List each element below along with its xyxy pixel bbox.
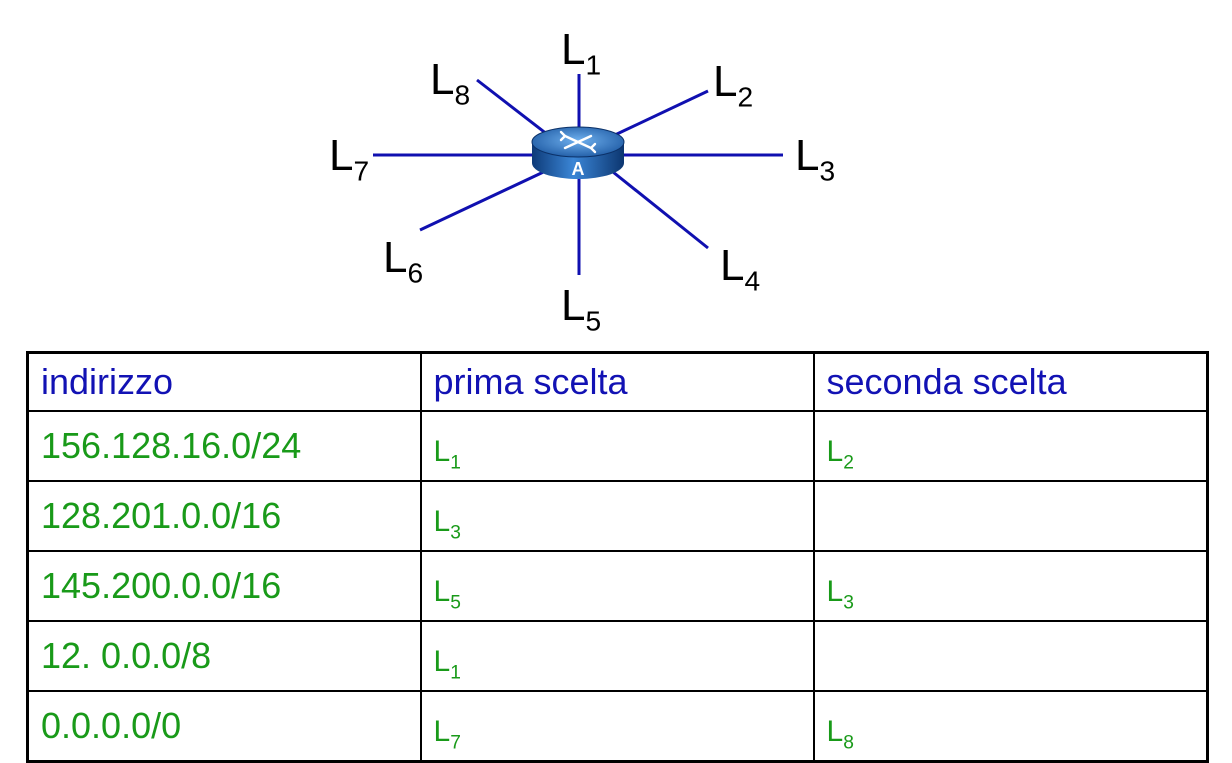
link-label-5: L5 — [561, 281, 602, 337]
link-label-2: L2 — [713, 57, 754, 113]
link-line-4 — [607, 166, 709, 250]
first-choice-cell: L7 — [419, 690, 815, 763]
second-choice-cell: L8 — [812, 690, 1209, 763]
header-address: indirizzo — [26, 351, 422, 412]
table-row: 128.201.0.0/16 L3 — [26, 480, 1209, 552]
link-label-4: L4 — [720, 241, 761, 297]
first-choice-cell: L3 — [419, 480, 815, 552]
link-label-3: L3 — [795, 131, 836, 187]
link-label-6: L6 — [383, 233, 424, 289]
link-lines — [373, 74, 783, 275]
first-choice-cell: L5 — [419, 550, 815, 622]
first-choice-cell: L1 — [419, 620, 815, 692]
second-choice-cell: L3 — [812, 550, 1209, 622]
link-line-8 — [476, 78, 553, 140]
header-first-choice: prima scelta — [419, 351, 815, 412]
network-diagram: A — [373, 74, 783, 275]
table-row: 12. 0.0.0/8 L1 — [26, 620, 1209, 692]
link-line-6 — [419, 166, 553, 232]
link-label-8: L8 — [430, 55, 471, 111]
second-choice-cell: L2 — [812, 410, 1209, 482]
routing-table: indirizzo prima scelta seconda scelta 15… — [26, 351, 1209, 763]
second-choice-cell — [812, 480, 1209, 552]
table-header-row: indirizzo prima scelta seconda scelta — [26, 351, 1209, 412]
link-label-7: L7 — [329, 131, 370, 187]
link-label-1: L1 — [561, 25, 602, 81]
table-row: 156.128.16.0/24 L1 L2 — [26, 410, 1209, 482]
address-cell: 0.0.0.0/0 — [26, 690, 422, 763]
router-label: A — [572, 159, 585, 179]
address-cell: 145.200.0.0/16 — [26, 550, 422, 622]
header-second-choice: seconda scelta — [812, 351, 1209, 412]
address-cell: 12. 0.0.0/8 — [26, 620, 422, 692]
address-cell: 156.128.16.0/24 — [26, 410, 422, 482]
table-row: 145.200.0.0/16 L5 L3 — [26, 550, 1209, 622]
address-cell: 128.201.0.0/16 — [26, 480, 422, 552]
first-choice-cell: L1 — [419, 410, 815, 482]
router-icon: A — [531, 126, 625, 179]
link-line-2 — [599, 89, 709, 144]
table-row: 0.0.0.0/0 L7 L8 — [26, 690, 1209, 763]
second-choice-cell — [812, 620, 1209, 692]
